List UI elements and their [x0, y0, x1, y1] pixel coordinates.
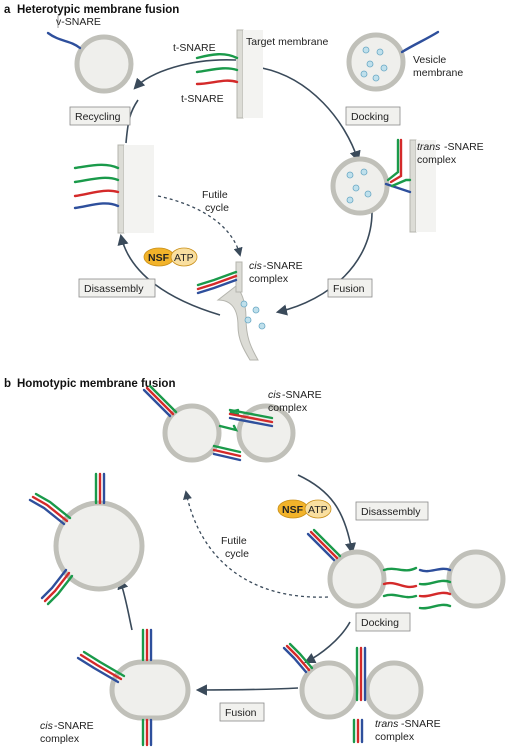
trans-snare-label-rest: -SNARE [444, 141, 484, 153]
t-snare-bottom-label: t-SNARE [181, 93, 224, 105]
trans-snare-complex-label: complex [417, 154, 457, 166]
disassembled-membrane [73, 144, 154, 234]
recycling-vesicle [46, 31, 134, 94]
cis-snare-b-bottom-rest: -SNARE [54, 720, 94, 732]
cis-snare-b-top-rest: -SNARE [282, 389, 322, 401]
futile-cycle-a-label-2: cycle [205, 202, 229, 214]
disassembly-step-box-a [78, 278, 156, 298]
recycling-step: Recycling [75, 111, 121, 123]
cis-snare-b-top-italic: cis [268, 389, 282, 401]
target-membrane-top [195, 29, 263, 119]
trans-snare-b-rest: -SNARE [401, 718, 441, 730]
fused-membrane-cis-complex [196, 261, 266, 361]
fused-large-vesicle [28, 472, 145, 606]
cis-snare-a-complex: complex [249, 273, 289, 285]
panel-a-letter: a [4, 4, 11, 16]
cis-snare-b-bottom-italic: cis [40, 720, 54, 732]
docking-vesicle [346, 30, 440, 92]
trans-snare-b-italic: trans [375, 718, 399, 730]
disassembly-step-a: Disassembly [84, 283, 144, 295]
cis-snare-b-top-complex: complex [268, 402, 308, 414]
atp-a-label: ATP [174, 252, 194, 264]
nsf-atp-b [277, 499, 332, 519]
fusing-vesicle-pair [76, 628, 191, 747]
homotypic-cis-vesicles [142, 384, 296, 463]
target-membrane-label: Target membrane [246, 36, 328, 48]
docking-step-a: Docking [351, 111, 389, 123]
panel-b-title: Homotypic membrane fusion [17, 378, 175, 390]
disassembly-step-b: Disassembly [361, 506, 421, 518]
vesicle-membrane-label-2: membrane [413, 67, 463, 79]
panel-b-letter: b [4, 378, 11, 390]
panel-a-title: Heterotypic membrane fusion [17, 4, 179, 16]
homotypic-trans-complex [282, 642, 424, 744]
disassembly-step-box-b [355, 501, 429, 521]
cis-snare-a-rest: -SNARE [263, 260, 303, 272]
t-snare-top-label: t-SNARE [173, 42, 216, 54]
futile-cycle-a-label-1: Futile [202, 189, 228, 201]
nsf-a-label: NSF [148, 252, 170, 264]
cis-snare-a-italic: cis [249, 260, 263, 272]
vesicle-membrane-label-1: Vesicle [413, 54, 446, 66]
fusion-step-box-b [219, 702, 265, 722]
v-snare-label: v-SNARE [56, 16, 101, 28]
fusion-step-box-a [327, 278, 373, 298]
trans-snare-docked-vesicle [330, 138, 436, 233]
futile-cycle-b-label-2: cycle [225, 548, 249, 560]
trans-snare-b-complex: complex [375, 731, 415, 743]
docking-step-b: Docking [361, 617, 399, 629]
homotypic-docking-vesicles [306, 528, 506, 610]
nsf-atp-a [143, 247, 198, 267]
atp-b-label: ATP [308, 504, 328, 516]
cis-snare-b-bottom-complex: complex [40, 733, 80, 745]
docking-step-box-a [345, 106, 401, 126]
docking-step-box-b [355, 612, 411, 632]
fusion-step-a: Fusion [333, 283, 365, 295]
recycling-step-box [69, 106, 131, 126]
futile-cycle-b-label-1: Futile [221, 535, 247, 547]
fusion-step-b: Fusion [225, 707, 257, 719]
trans-snare-label-italic: trans [417, 141, 441, 153]
nsf-b-label: NSF [282, 504, 304, 516]
